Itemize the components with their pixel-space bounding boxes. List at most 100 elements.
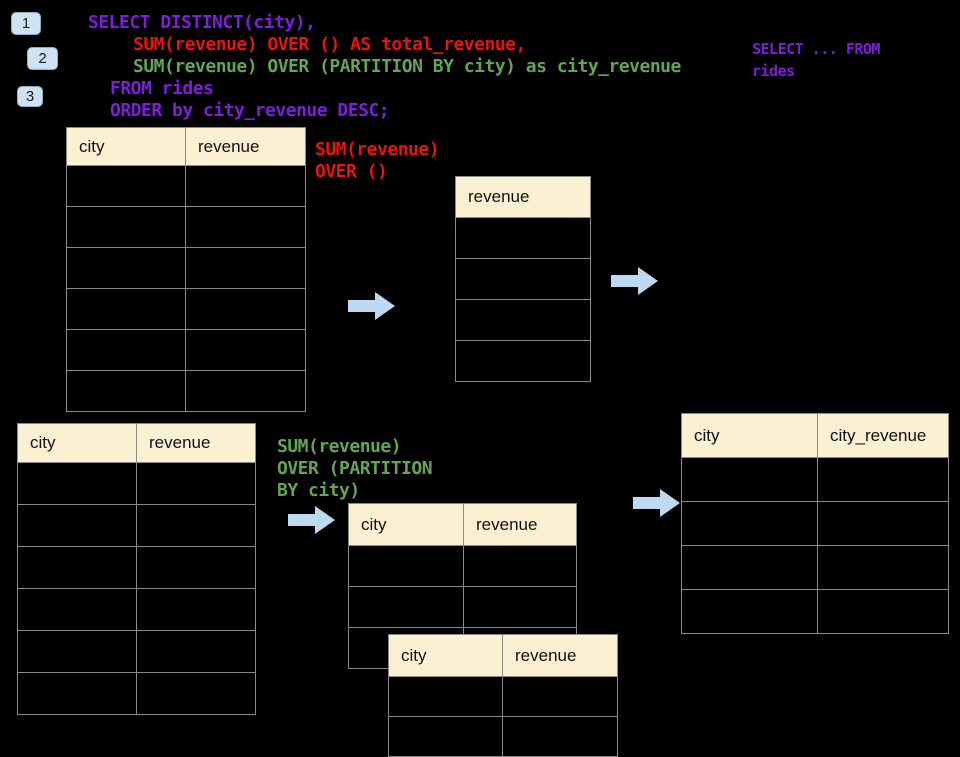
table-cell xyxy=(17,504,137,547)
table-cell xyxy=(455,258,591,300)
table-cell xyxy=(66,288,186,330)
side-note-rides: rides xyxy=(752,62,795,80)
annotation-total-line1: SUM(revenue) xyxy=(315,139,440,160)
table-cell xyxy=(66,247,186,289)
table-cell xyxy=(17,462,137,505)
table-cell xyxy=(681,589,818,634)
table-source-bottom: city revenue xyxy=(17,423,256,715)
column-header-city: city xyxy=(348,503,464,546)
annotation-partition-line3: BY city) xyxy=(277,480,360,501)
column-header-revenue: revenue xyxy=(502,634,618,677)
table-row xyxy=(17,630,256,673)
table-row xyxy=(66,370,306,412)
table-cell xyxy=(136,504,256,547)
table-cell xyxy=(17,630,137,673)
column-header-revenue: revenue xyxy=(455,176,591,218)
table-row xyxy=(66,206,306,248)
table-cell xyxy=(681,457,818,502)
column-header-city: city xyxy=(681,413,818,458)
table-cell xyxy=(66,206,186,248)
table-row xyxy=(17,672,256,715)
column-header-revenue: revenue xyxy=(136,423,256,463)
table-cell xyxy=(502,716,618,757)
annotation-partition-line2: OVER (PARTITION xyxy=(277,458,433,479)
table-cell xyxy=(185,165,306,207)
table-cell xyxy=(185,370,306,412)
table-cell xyxy=(463,586,577,628)
column-header-revenue: revenue xyxy=(185,127,306,166)
table-cell xyxy=(17,588,137,631)
table-row xyxy=(348,586,577,628)
sql-line-order-by: ORDER by city_revenue DESC; xyxy=(110,100,390,121)
table-cell xyxy=(136,546,256,589)
table-partition-group-front: city revenue xyxy=(388,634,618,757)
table-cell xyxy=(455,217,591,259)
table-cell xyxy=(136,630,256,673)
table-cell xyxy=(681,545,818,590)
table-cell xyxy=(817,545,949,590)
step-badge-3: 3 xyxy=(17,86,43,107)
table-row xyxy=(66,247,306,289)
table-row xyxy=(455,217,591,259)
table-row xyxy=(17,588,256,631)
table-cell xyxy=(348,586,464,628)
table-row xyxy=(455,299,591,341)
table-cell xyxy=(136,672,256,715)
table-row xyxy=(17,546,256,589)
table-row xyxy=(388,676,618,717)
arrow-right-icon xyxy=(348,292,395,320)
table-row xyxy=(681,545,949,590)
table-row xyxy=(348,545,577,587)
table-row xyxy=(455,340,591,382)
sql-line-select: SELECT DISTINCT(city), xyxy=(88,12,316,33)
table-row xyxy=(66,165,306,207)
table-source-top: city revenue xyxy=(66,127,306,412)
table-cell xyxy=(185,329,306,371)
table-cell xyxy=(17,672,137,715)
table-row xyxy=(17,462,256,505)
table-cell xyxy=(136,462,256,505)
table-cell xyxy=(136,588,256,631)
annotation-partition-line1: SUM(revenue) xyxy=(277,436,402,457)
table-row xyxy=(681,457,949,502)
table-row xyxy=(388,716,618,757)
table-cell xyxy=(66,370,186,412)
column-header-revenue: revenue xyxy=(463,503,577,546)
table-cell xyxy=(388,676,503,717)
sql-line-city-revenue: SUM(revenue) OVER (PARTITION BY city) as… xyxy=(133,56,681,77)
column-header-city-revenue: city_revenue xyxy=(817,413,949,458)
annotation-total-line2: OVER () xyxy=(315,161,388,182)
table-cell xyxy=(817,501,949,546)
table-final-result: city city_revenue xyxy=(681,413,949,634)
table-total-result: revenue xyxy=(455,176,591,382)
table-row xyxy=(17,504,256,547)
table-cell xyxy=(348,545,464,587)
table-cell xyxy=(185,288,306,330)
sql-line-from: FROM rides xyxy=(110,78,214,99)
arrow-right-icon xyxy=(633,489,680,517)
column-header-city: city xyxy=(66,127,186,166)
arrow-right-icon xyxy=(288,506,335,534)
column-header-city: city xyxy=(388,634,503,677)
table-cell xyxy=(388,716,503,757)
table-row xyxy=(66,329,306,371)
table-cell xyxy=(817,457,949,502)
side-note-select-from: SELECT ... FROM xyxy=(752,40,880,58)
table-cell xyxy=(455,299,591,341)
table-cell xyxy=(185,247,306,289)
table-cell xyxy=(463,545,577,587)
table-row xyxy=(681,589,949,634)
column-header-city: city xyxy=(17,423,137,463)
table-cell xyxy=(185,206,306,248)
step-badge-2: 2 xyxy=(27,47,58,70)
table-cell xyxy=(455,340,591,382)
sql-line-total-revenue: SUM(revenue) OVER () AS total_revenue, xyxy=(133,34,526,55)
table-cell xyxy=(502,676,618,717)
table-cell xyxy=(66,165,186,207)
table-cell xyxy=(17,546,137,589)
arrow-right-icon xyxy=(611,267,658,295)
table-row xyxy=(455,258,591,300)
table-row xyxy=(66,288,306,330)
table-cell xyxy=(817,589,949,634)
table-row xyxy=(681,501,949,546)
